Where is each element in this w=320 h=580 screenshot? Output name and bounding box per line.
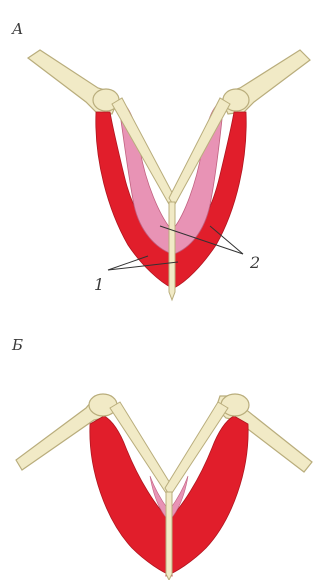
label-2: 2: [249, 253, 260, 272]
panel-b-sternal-keel: [166, 492, 172, 580]
panel-b: Б: [11, 336, 312, 580]
panel-a: А 1 2: [11, 20, 310, 300]
label-1: 1: [94, 275, 104, 294]
panel-a-sternal-keel: [169, 202, 175, 300]
panel-a-letter: А: [11, 20, 23, 38]
panel-b-letter: Б: [11, 336, 23, 354]
